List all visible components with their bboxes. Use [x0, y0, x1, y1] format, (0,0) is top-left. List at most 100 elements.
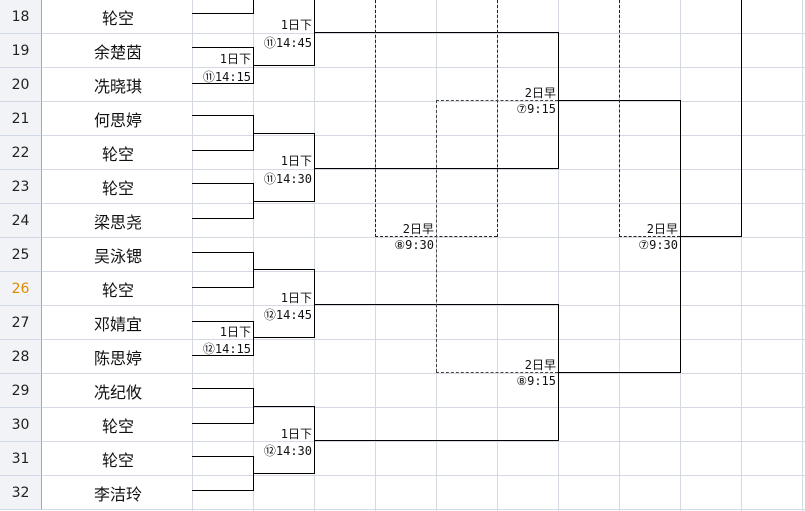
row-header-20[interactable]: 20: [0, 68, 42, 102]
col-gridline: [619, 0, 620, 511]
bracket-line: [741, 0, 742, 237]
col-gridline: [375, 0, 376, 511]
player-name-cell[interactable]: 梁思尧: [93, 213, 142, 232]
bracket-line: [253, 65, 315, 66]
row-header-18[interactable]: 18: [0, 0, 42, 34]
bracket-line: [253, 337, 315, 338]
bracket-line: [253, 133, 315, 134]
match-time-label: ⑪14:15: [202, 70, 251, 84]
player-name-cell[interactable]: 轮空: [101, 179, 134, 198]
match-day-label: 1日下: [219, 52, 251, 66]
row-header-23[interactable]: 23: [0, 170, 42, 204]
col-gridline: [192, 0, 193, 511]
row-gridline: [42, 271, 805, 272]
match-time-label: ⑫14:15: [202, 342, 251, 356]
row-header-22[interactable]: 22: [0, 136, 42, 170]
col-gridline: [314, 0, 315, 511]
bracket-line: [192, 115, 254, 116]
row-header-27[interactable]: 27: [0, 306, 42, 340]
bracket-line: [253, 321, 254, 356]
bracket-line: [314, 0, 315, 66]
dashed-line: [619, 0, 620, 237]
bracket-line: [192, 321, 254, 322]
row-gridline: [42, 407, 805, 408]
player-name-cell[interactable]: 轮空: [101, 145, 134, 164]
bracket-line: [192, 456, 254, 457]
bracket-line: [192, 150, 254, 151]
match-day-label: 2日早: [524, 86, 556, 100]
row-gridline: [42, 339, 805, 340]
bracket-line: [192, 47, 254, 48]
dashed-line: [436, 372, 558, 373]
bracket-line: [680, 236, 742, 237]
bracket-line: [192, 252, 254, 253]
match-day-label: 1日下: [280, 427, 312, 441]
match-day-label: 2日早: [646, 222, 678, 236]
player-name-cell[interactable]: 吴泳锶: [93, 247, 142, 266]
row-header-19[interactable]: 19: [0, 34, 42, 68]
row-header-32[interactable]: 32: [0, 476, 42, 510]
row-gridline: [42, 373, 805, 374]
match-day-label: 2日早: [524, 358, 556, 372]
row-gridline: [42, 101, 805, 102]
player-name-cell[interactable]: 余楚茵: [93, 43, 142, 62]
bracket-line: [253, 406, 315, 407]
match-time-label: ⑫14:30: [263, 444, 312, 458]
col-gridline: [741, 0, 742, 511]
match-day-label: 1日下: [280, 154, 312, 168]
match-day-label: 1日下: [280, 18, 312, 32]
bracket-line: [253, 201, 315, 202]
row-gridline: [42, 169, 805, 170]
row-gridline: [42, 441, 805, 442]
player-name-cell[interactable]: 轮空: [101, 281, 134, 300]
match-time-label: ⑪14:45: [263, 36, 312, 50]
player-name-cell[interactable]: 轮空: [101, 417, 134, 436]
player-name-cell[interactable]: 李洁玲: [93, 485, 142, 504]
row-gridline: [42, 33, 805, 34]
row-header-29[interactable]: 29: [0, 374, 42, 408]
bracket-line: [314, 32, 559, 33]
row-header-25[interactable]: 25: [0, 238, 42, 272]
bracket-line: [253, 269, 315, 270]
player-name-cell[interactable]: 邓婧宜: [93, 315, 142, 334]
col-gridline: [558, 0, 559, 511]
player-name-cell[interactable]: 陈思婷: [93, 349, 142, 368]
row-header-28[interactable]: 28: [0, 340, 42, 374]
row-header-21[interactable]: 21: [0, 102, 42, 136]
row-gridline: [42, 305, 805, 306]
match-time-label: ⑪14:30: [263, 172, 312, 186]
bracket-line: [314, 440, 559, 441]
bracket-line: [314, 133, 315, 202]
bracket-line: [253, 473, 315, 474]
row-header-31[interactable]: 31: [0, 442, 42, 476]
row-gridline: [42, 135, 805, 136]
match-time-label: ⑧9:30: [394, 238, 434, 252]
player-name-cell[interactable]: 轮空: [101, 451, 134, 470]
bracket-line: [314, 269, 315, 338]
dashed-line: [375, 0, 376, 237]
match-time-label: ⑫14:45: [263, 308, 312, 322]
col-gridline: [802, 0, 803, 511]
row-header-26[interactable]: 26: [0, 272, 42, 306]
dashed-line: [497, 0, 498, 237]
row-gridline: [42, 203, 805, 204]
row-gridline: [42, 67, 805, 68]
dashed-line: [619, 236, 680, 237]
player-name-cell[interactable]: 冼晓琪: [93, 77, 142, 96]
bracket-line: [558, 372, 681, 373]
row-gridline: [42, 509, 805, 510]
row-header-24[interactable]: 24: [0, 204, 42, 238]
match-time-label: ⑧9:15: [516, 374, 556, 388]
bracket-line: [192, 218, 254, 219]
player-name-cell[interactable]: 轮空: [101, 9, 134, 28]
player-name-cell[interactable]: 何思婷: [93, 111, 142, 130]
player-name-cell[interactable]: 冼纪攸: [93, 383, 142, 402]
bracket-line: [192, 355, 254, 356]
match-day-label: 1日下: [280, 291, 312, 305]
row-header-30[interactable]: 30: [0, 408, 42, 442]
row-gridline: [42, 475, 805, 476]
match-time-label: ⑦9:30: [638, 238, 678, 252]
dashed-line: [436, 100, 558, 101]
bracket-line: [192, 490, 254, 491]
